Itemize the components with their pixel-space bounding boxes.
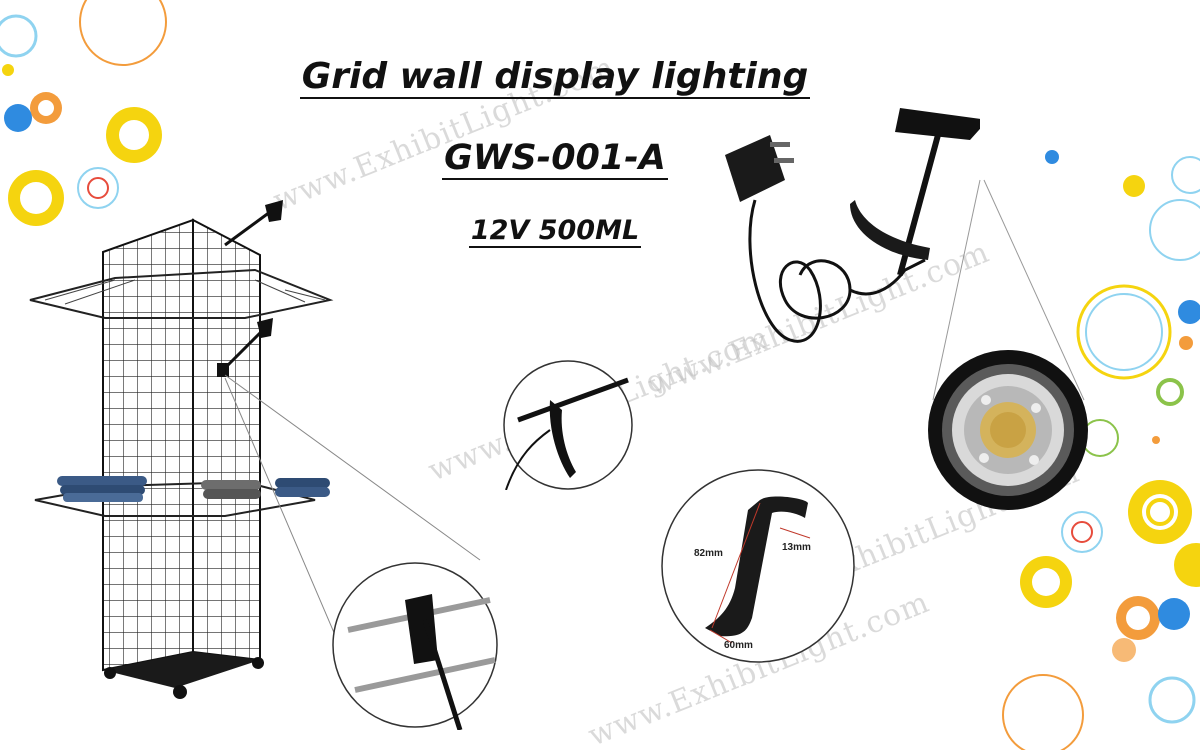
grid-tower-image (29, 200, 334, 699)
power-adapter-image (725, 108, 980, 343)
model-number: GWS-001-A (442, 138, 668, 180)
led-bulb-image (928, 350, 1088, 510)
dimension-base: 60mm (724, 640, 753, 651)
dimension-height: 82mm (694, 548, 723, 559)
hook-detail-image (503, 360, 633, 490)
dimension-width: 13mm (782, 542, 811, 553)
bracket-detail: 82mm 13mm 60mm (660, 468, 856, 664)
spec-text: 12V 500ML (468, 215, 642, 248)
page-title: Grid wall display lighting (299, 56, 811, 99)
clip-detail-image (332, 562, 498, 730)
bracket-detail-image (661, 469, 855, 663)
